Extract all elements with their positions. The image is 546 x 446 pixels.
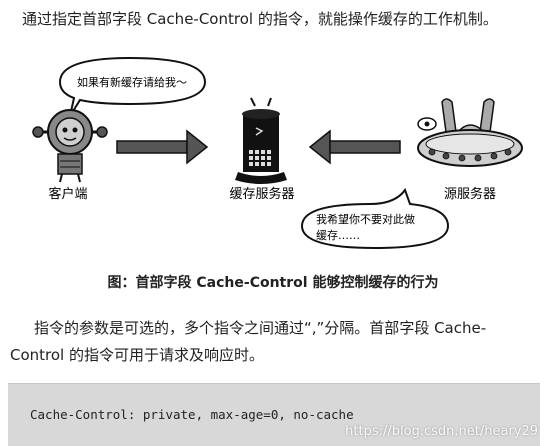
origin-bubble-line2: 缓存……	[316, 228, 360, 242]
figure-caption: 图：首部字段 Cache-Control 能够控制缓存的行为	[107, 275, 439, 291]
origin-bubble-line1: 我希望你不要对此做	[316, 212, 415, 226]
arrow-left-icon	[308, 129, 401, 165]
watermark: https://blog.csdn.net/heary29	[345, 424, 538, 439]
origin-server-icon	[417, 98, 523, 167]
client-robot-icon	[32, 109, 108, 183]
cache-server-icon	[235, 97, 287, 184]
client-label: 客户端	[48, 186, 87, 202]
cache-server-label: 缓存服务器	[229, 186, 294, 202]
origin-speech-bubble: 我希望你不要对此做 缓存……	[300, 187, 450, 250]
code-block	[8, 383, 540, 446]
code-line: Cache-Control: private, max-age=0, no-ca…	[30, 407, 354, 422]
client-speech-bubble: 如果有新缓存请给我～	[58, 56, 207, 117]
intro-text: 通过指定首部字段 Cache-Control 的指令，就能操作缓存的工作机制。	[22, 10, 498, 28]
origin-server-label: 源服务器	[444, 186, 496, 202]
cache-control-diagram: 如果有新缓存请给我～ 客户端 缓存服务器	[32, 56, 523, 250]
client-bubble-text: 如果有新缓存请给我～	[77, 75, 187, 89]
body-paragraph: 指令的参数是可选的，多个指令之间通过“,”分隔。首部字段 Cache-Contr…	[10, 319, 487, 364]
arrow-right-icon	[116, 129, 209, 165]
